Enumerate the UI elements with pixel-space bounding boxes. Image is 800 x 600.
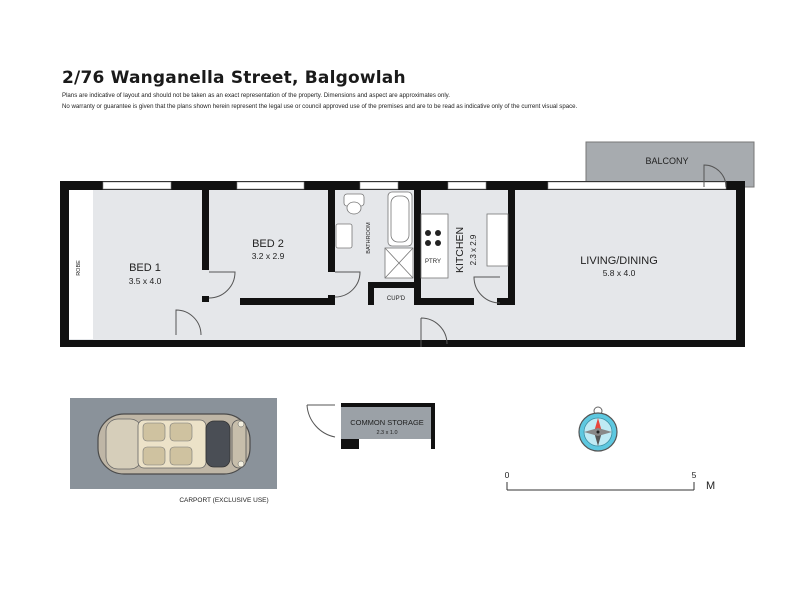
bed1-dims: 3.5 x 4.0 (129, 276, 162, 286)
storage-door-swing (306, 404, 336, 438)
disclaimer-warranty: No warranty or guarantee is given that t… (62, 103, 578, 110)
storage-label: COMMON STORAGE (350, 418, 424, 427)
balcony-label: BALCONY (645, 156, 688, 166)
storage-area (341, 403, 434, 439)
scale-bar (506, 482, 695, 491)
car-icon (97, 413, 251, 475)
living-dining-label: LIVING/DINING (580, 255, 658, 267)
door-swings (175, 164, 727, 347)
property-address: 2/76 Wanganella Street, Balgowlah (62, 68, 406, 88)
bathroom-label: BATHROOM (366, 222, 372, 254)
disclaimer-layout: Plans are indicative of layout and shoul… (62, 92, 450, 99)
carport-label: CARPORT (EXCLUSIVE USE) (179, 497, 268, 504)
kitchen-label: KITCHEN (454, 227, 466, 273)
robe-label: ROBE (76, 260, 82, 276)
scale-start-label: 0 (505, 470, 510, 480)
bed2-dims: 3.2 x 2.9 (252, 251, 285, 261)
scale-end-label: 5 (692, 470, 697, 480)
bathroom-fixtures (335, 191, 414, 279)
kitchen-dims: 2.3 x 2.9 (469, 234, 478, 265)
robe-area (68, 189, 93, 339)
interior-walls (202, 190, 515, 305)
scale-unit-label: M (706, 480, 715, 492)
kitchen-fixtures (420, 213, 509, 279)
storage-wall-top (341, 403, 435, 407)
cupboard-label: CUP'D (387, 296, 406, 302)
balcony-area (586, 142, 754, 187)
outer-walls (60, 181, 745, 347)
pantry-label: PTRY (425, 259, 441, 265)
bed1-label: BED 1 (129, 262, 161, 274)
living-dining-dims: 5.8 x 4.0 (603, 268, 636, 278)
storage-wall-right (431, 403, 435, 449)
storage-dims: 2.3 x 1.0 (376, 430, 397, 436)
compass-icon (578, 406, 618, 452)
bed2-label: BED 2 (252, 238, 284, 250)
storage-wall-bottom (341, 439, 359, 449)
